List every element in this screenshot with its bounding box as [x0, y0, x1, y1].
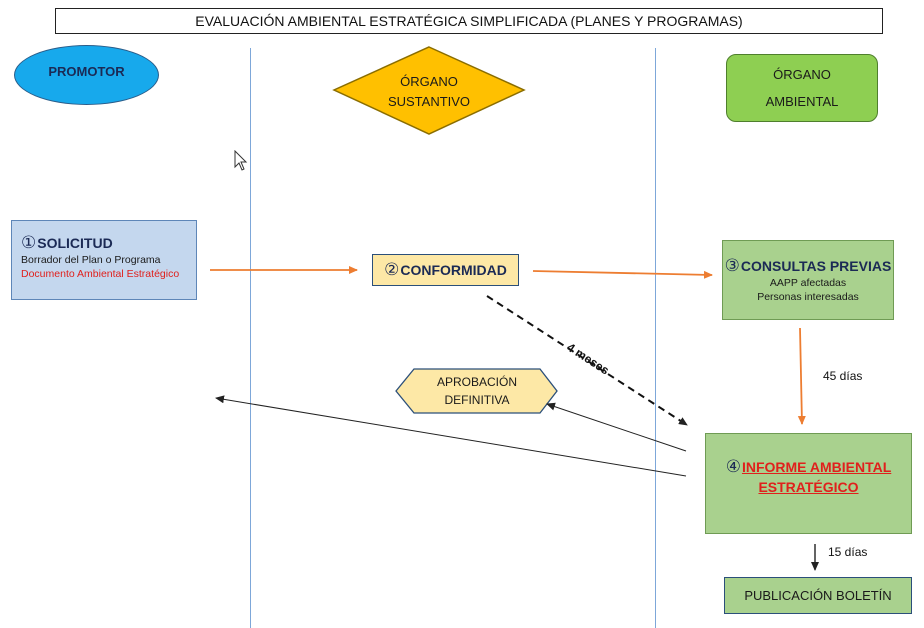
promotor-ellipse: PROMOTOR	[14, 45, 159, 105]
aprobacion-label: APROBACIÓN DEFINITIVA	[412, 371, 542, 411]
step-number-3: ③	[724, 256, 740, 275]
mouse-cursor-icon	[234, 150, 248, 171]
organo-ambiental-box: ÓRGANO AMBIENTAL	[726, 54, 878, 122]
step-informe-title-line1: INFORME AMBIENTAL	[741, 458, 892, 475]
step-solicitud-heading: ① SOLICITUD	[21, 233, 196, 253]
step-conformidad-box: ② CONFORMIDAD	[372, 254, 519, 286]
step-informe-heading: ④ INFORME AMBIENTAL	[726, 457, 892, 477]
organo-ambiental-line2: AMBIENTAL	[765, 94, 839, 109]
step-solicitud-box: ① SOLICITUD Borrador del Plan o Programa…	[11, 220, 197, 300]
lane-divider-left	[250, 48, 251, 628]
arrow-informe-to-promotor	[215, 395, 687, 477]
step-consultas-line1: AAPP afectadas	[769, 277, 847, 289]
step-consultas-box: ③ CONSULTAS PREVIAS AAPP afectadas Perso…	[722, 240, 894, 320]
aprobacion-line1: APROBACIÓN	[436, 375, 517, 389]
days-45-label: 45 días	[823, 369, 863, 383]
aprobacion-line2: DEFINITIVA	[444, 393, 510, 407]
lane-divider-right	[655, 48, 656, 628]
step-conformidad-heading: ② CONFORMIDAD	[384, 260, 507, 280]
days-15-label: 15 días	[828, 545, 868, 559]
step-consultas-heading: ③ CONSULTAS PREVIAS	[725, 256, 892, 276]
organo-sustantivo-line1: ÓRGANO	[400, 74, 458, 89]
step-solicitud-title: SOLICITUD	[37, 235, 113, 251]
step-solicitud-line1: Borrador del Plan o Programa	[21, 254, 161, 266]
arrow-informe-to-aprobacion	[546, 402, 687, 452]
step-consultas-title: CONSULTAS PREVIAS	[740, 258, 892, 274]
step-number-2: ②	[384, 260, 400, 279]
arrow-consultas-to-informe	[797, 327, 806, 425]
step-informe-box: ④ INFORME AMBIENTAL ESTRATÉGICO	[705, 433, 912, 534]
step-informe-title-line2: ESTRATÉGICO	[758, 478, 859, 495]
step-number-1: ①	[21, 233, 37, 252]
step-conformidad-title: CONFORMIDAD	[400, 262, 507, 278]
organo-ambiental-line1: ÓRGANO	[773, 67, 831, 82]
organo-sustantivo-line2: SUSTANTIVO	[387, 94, 471, 109]
step-solicitud-line2: Documento Ambiental Estratégico	[21, 268, 180, 280]
publicacion-boletin-box: PUBLICACIÓN BOLETÍN	[724, 577, 912, 614]
diagram-title: EVALUACIÓN AMBIENTAL ESTRATÉGICA SIMPLIF…	[55, 8, 883, 34]
aprobacion-hexagon	[395, 368, 558, 414]
organo-sustantivo-diamond	[332, 46, 526, 135]
step-consultas-line2: Personas interesadas	[757, 291, 859, 303]
organo-sustantivo-label: ÓRGANO SUSTANTIVO	[360, 70, 498, 114]
arrow-four-months-dashed	[486, 295, 688, 426]
arrow-conformidad-to-consultas	[532, 270, 713, 279]
step-number-4: ④	[725, 456, 741, 476]
